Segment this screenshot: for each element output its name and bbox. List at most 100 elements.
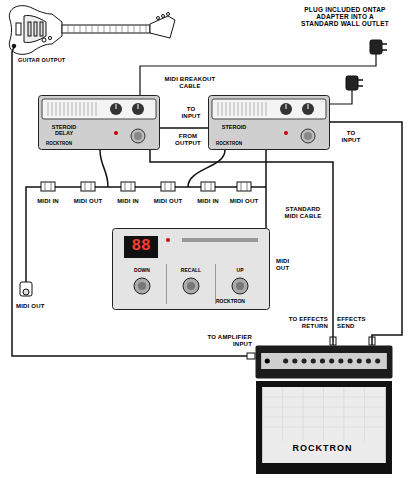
amplifier-outline [311,359,316,364]
midi-connector-row [161,182,175,191]
midi-connector-row [41,182,55,191]
guitar [162,15,165,18]
power-adapter [140,54,376,95]
brand-logo: ROCKTRON [46,141,72,146]
effect-pedal-outline [42,99,156,119]
amplifier-outline [329,359,334,364]
effect-pedal: STEROID DELAY ROCKTRON [38,95,160,150]
jack-label: FROM OUTPUT [171,133,205,147]
amp-jack-plug [330,337,375,345]
midi-foot-controller-outline [166,238,170,242]
amplifier-outline [338,359,343,364]
midi-connector-row [41,182,266,191]
brand-logo: ROCKTRON [255,443,390,453]
effect-pedal-outline [304,132,312,140]
switch-label: RECALL [171,268,211,274]
cable-label: STANDARD MIDI CABLE [280,206,326,220]
midi-connector-row [201,182,215,191]
guitar [150,16,175,38]
midi-foot-controller-outline [167,264,216,304]
amplifier-outline [255,345,393,475]
port-label: MIDI OUT [16,303,45,310]
midi-foot-controller-outline [232,278,248,294]
amplifier-outline [292,359,297,364]
switch-label: DOWN [122,268,162,274]
pedal-model: STEROID DELAY [44,124,84,137]
midi-connector-row [45,182,247,191]
midi-foot-controller: 88DOWNRECALLUPROCKTRON [112,228,270,310]
port-label: MIDI OUT [148,198,188,205]
midi-foot-controller-outline [124,236,158,258]
midi-foot-controller-outline [134,278,150,294]
brand-logo: ROCKTRON [216,141,242,146]
midi-connector-row [81,182,95,191]
guitar [48,36,51,39]
midi-foot-controller-outline [113,229,270,310]
guitar [157,17,160,20]
amplifier-outline [348,359,353,364]
port-label: MIDI IN [108,198,148,205]
instruction-note: PLUG INCLUDED ONTAP ADAPTER INTO A STAND… [300,6,390,27]
midi-breakout-cable [100,150,225,187]
guitar [62,25,150,33]
midi-foot-controller-outline [187,282,195,290]
power-adapter [370,40,382,54]
port-label: MIDI IN [28,198,68,205]
midi-din-plug [23,289,29,295]
port-label: MIDI IN [188,198,228,205]
port-label: MIDI OUT [68,198,108,205]
guitar [28,22,31,36]
effect-pedal-outline [131,129,145,143]
midi-connector-row [121,182,135,191]
jack-label: TO INPUT [338,130,364,144]
midi-foot-controller-outline [236,282,244,290]
power-adapter [358,80,363,86]
jack-label: EFFECTS SEND [337,316,371,330]
guitar [9,6,175,55]
guitar [40,22,43,36]
effect-pedal-outline [284,131,288,135]
effect-pedal-outline [218,102,266,116]
guitar [167,13,170,16]
effect-pedal-outline [212,99,326,119]
guitar [42,38,46,42]
guitar [34,22,37,36]
guitar [68,25,146,33]
audio-cable [265,150,267,228]
amplifier-outline [283,359,288,364]
power-adapter [140,40,387,104]
effect-pedal-outline [39,96,160,150]
amplifier-outline [357,359,362,364]
effect-pedal-outline [48,102,96,116]
midi-breakout-cable [100,150,108,187]
guitar [16,23,21,35]
midi-breakout-cable [188,150,225,187]
effect-pedal-outline [301,129,315,143]
amplifier-outline [265,359,270,364]
midi-foot-controller-outline [138,282,146,290]
amplifier-outline [302,359,307,364]
effect-pedal-outline [209,96,330,150]
jack-label: TO INPUT [178,106,204,120]
power-adapter [330,90,352,104]
port-label: MIDI OUT [276,258,300,272]
effect-pedal-outline [134,132,142,140]
amplifier-outline [375,359,380,364]
jack-label: TO EFFECTS RETURN [278,316,328,330]
guitar-cable [12,47,255,359]
led-display: 88 [124,237,158,255]
effect-pedal-outline [116,104,138,109]
midi-din-plug [20,282,32,296]
switch-label: UP [220,268,260,274]
port-label: MIDI OUT [224,198,264,205]
output-label: GUITAR OUTPUT [18,57,65,64]
cable-label: MIDI BREAKOUT CABLE [160,76,220,90]
audio-cable [160,127,208,129]
amplifier-outline [366,359,371,364]
audio-cable [330,122,402,345]
amplifier-outline [320,359,325,364]
midi-foot-controller-outline [183,278,199,294]
